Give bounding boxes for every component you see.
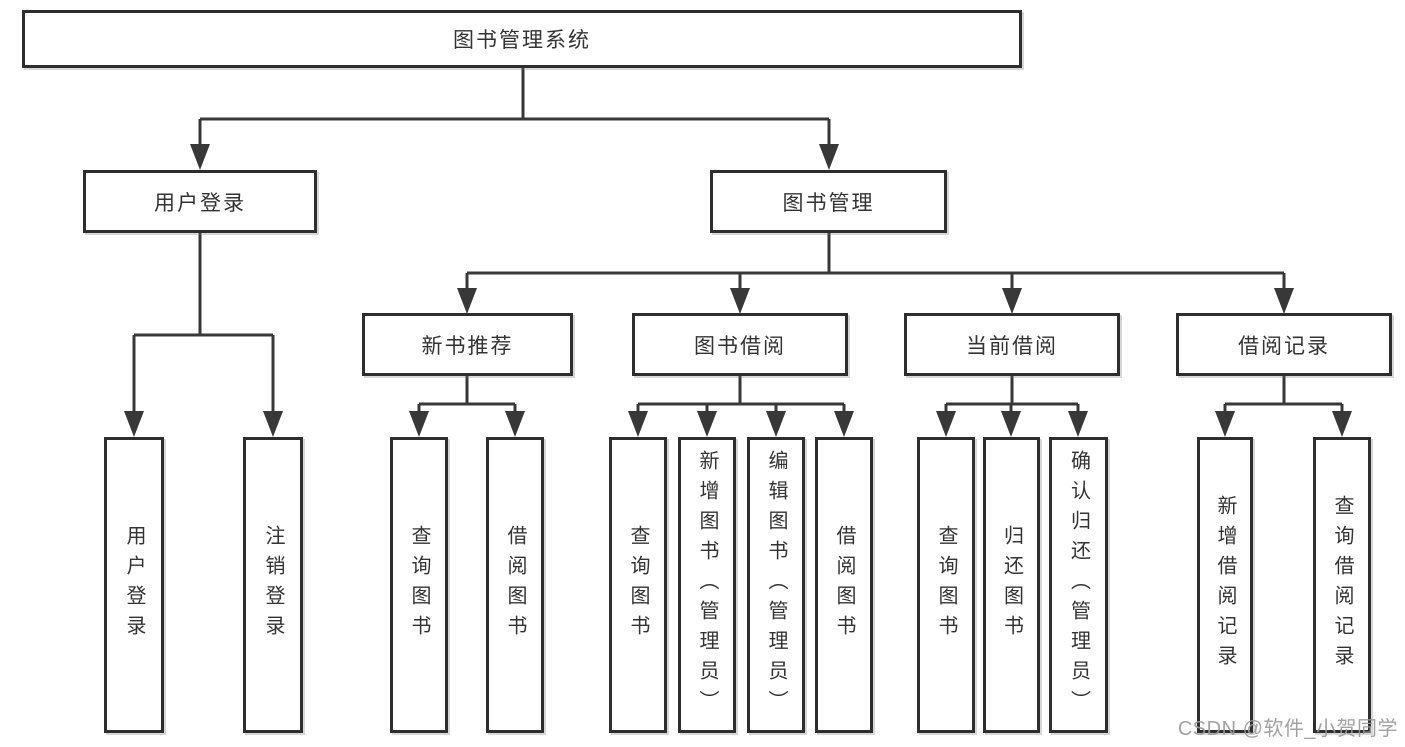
- node-leaf-query-books-newbook: 查询图书: [390, 437, 448, 733]
- node-label: 当前借阅: [966, 334, 1058, 358]
- node-borrow-records: 借阅记录: [1176, 313, 1392, 376]
- node-leaf-logout-login: 注销登录: [243, 437, 303, 733]
- node-leaf-query-borrow-record: 查询借阅记录: [1313, 437, 1371, 733]
- node-leaf-confirm-return-admin: 确认归还（管理员）: [1049, 437, 1108, 733]
- node-book-management-branch: 图书管理: [710, 170, 947, 233]
- node-leaf-borrow-books-borrowing: 借阅图书: [815, 437, 873, 733]
- node-label: 编辑图书（管理员）: [765, 450, 787, 720]
- node-library-management-system: 图书管理系统: [22, 10, 1022, 68]
- node-leaf-query-books-current: 查询图书: [917, 437, 975, 733]
- node-leaf-return-books: 归还图书: [983, 437, 1040, 733]
- node-user-login-branch: 用户登录: [83, 170, 317, 233]
- node-label: 图书借阅: [694, 334, 786, 358]
- node-leaf-add-books-admin: 新增图书（管理员）: [678, 437, 736, 733]
- node-new-book-recommend: 新书推荐: [362, 313, 573, 376]
- node-label: 图书管理: [782, 191, 875, 215]
- node-label: 确认归还（管理员）: [1067, 450, 1090, 720]
- node-label: 归还图书: [1000, 525, 1023, 645]
- node-label: 查询图书: [408, 525, 430, 645]
- node-label: 查询图书: [627, 525, 649, 645]
- node-label: 查询借阅记录: [1331, 495, 1353, 675]
- node-label: 用户登录: [154, 191, 246, 215]
- node-leaf-add-borrow-record: 新增借阅记录: [1197, 437, 1253, 733]
- node-label: 新书推荐: [421, 334, 514, 358]
- node-label: 新增图书（管理员）: [696, 450, 718, 720]
- node-leaf-edit-books-admin: 编辑图书（管理员）: [747, 437, 805, 733]
- node-label: 新增借阅记录: [1214, 495, 1236, 675]
- csdn-watermark: CSDN @软件_小贺同学: [1177, 718, 1398, 740]
- node-label: 图书管理系统: [453, 29, 591, 52]
- node-leaf-user-login: 用户登录: [104, 437, 164, 733]
- node-label: 查询图书: [935, 525, 957, 645]
- node-current-borrowing: 当前借阅: [904, 313, 1120, 376]
- arrowheads: [124, 144, 1352, 437]
- node-book-borrowing: 图书借阅: [632, 313, 848, 376]
- node-label: 借阅图书: [504, 525, 526, 645]
- node-leaf-query-books-borrowing: 查询图书: [609, 437, 667, 733]
- node-label: 注销登录: [262, 525, 284, 645]
- node-label: 用户登录: [123, 525, 145, 645]
- node-label: 借阅记录: [1238, 334, 1330, 358]
- node-label: 借阅图书: [833, 525, 855, 645]
- node-leaf-borrow-books-newbook: 借阅图书: [486, 437, 544, 733]
